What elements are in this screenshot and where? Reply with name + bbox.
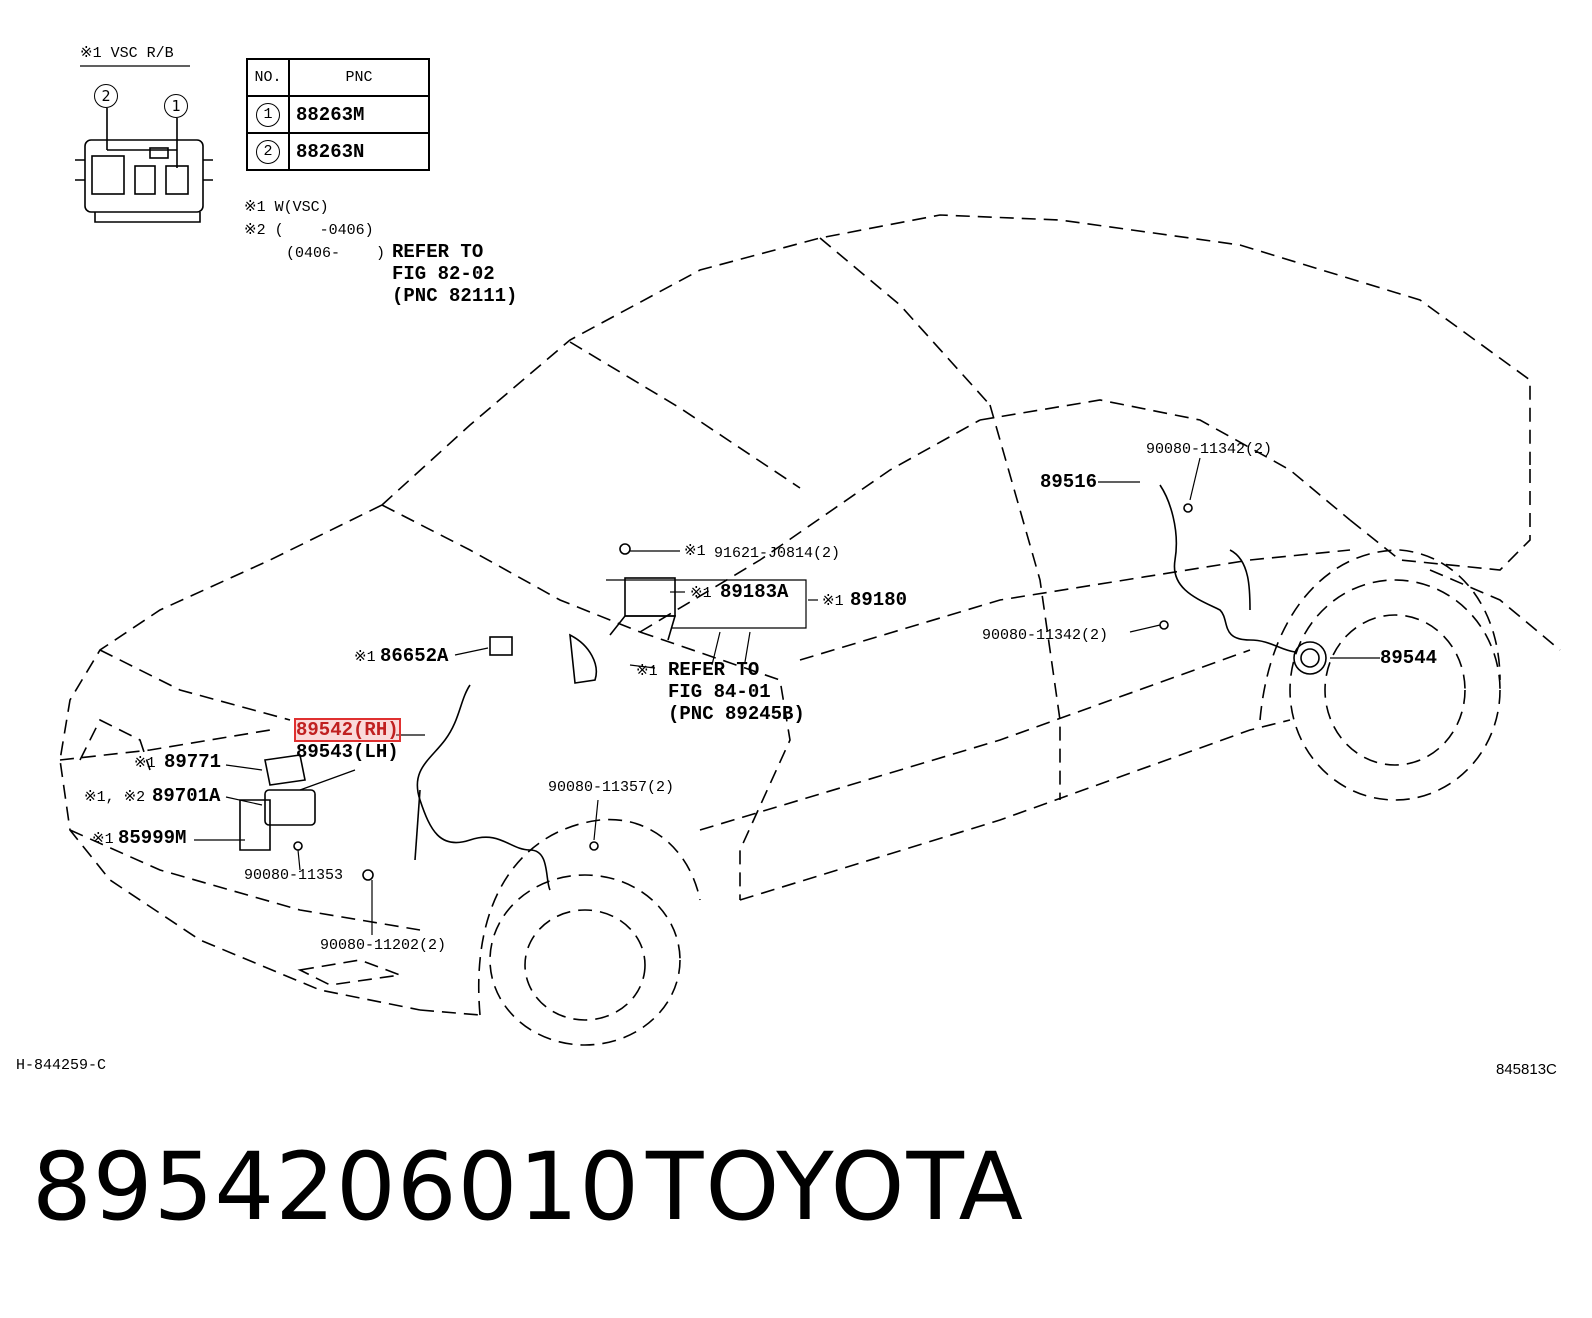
note-refer-3: (PNC 82111) — [392, 285, 518, 307]
footer-brand: TOYOTA — [646, 1133, 1025, 1242]
refer-84-line-3: (PNC 89245B) — [668, 703, 805, 725]
row-mark: 2 — [256, 139, 280, 164]
label-89542-rh-highlighted[interactable]: 89542(RH) — [294, 718, 401, 742]
note-refer-2: FIG 82-02 — [392, 263, 495, 285]
label-89516[interactable]: 89516 — [1040, 471, 1098, 493]
label-90080-11342-mid[interactable]: 90080-11342(2) — [982, 627, 1109, 644]
mark-89183a: ※1 — [690, 585, 712, 602]
note-line-3: (0406- ) — [286, 245, 386, 262]
header-pnc: PNC — [288, 58, 430, 97]
label-90080-11202[interactable]: 90080-11202(2) — [320, 937, 447, 954]
drawing-code-right: 845813C — [1496, 1061, 1557, 1078]
mark-85999m: ※1 — [92, 831, 114, 848]
note-line-1: ※1 W(VSC) — [244, 199, 329, 216]
label-89180[interactable]: 89180 — [850, 589, 908, 611]
label-89544[interactable]: 89544 — [1380, 647, 1438, 669]
mark-91621: ※1 — [684, 543, 706, 560]
car-body-outline — [59, 214, 1561, 1046]
drawing-code-left: H-844259-C — [16, 1057, 107, 1074]
label-91621-j0814[interactable]: 91621-J0814(2) — [714, 545, 841, 562]
callout-mark-1: 1 — [164, 94, 188, 118]
label-90080-11357[interactable]: 90080-11357(2) — [548, 779, 675, 796]
note-line-2: ※2 ( -0406) — [244, 222, 374, 239]
label-90080-11342-top[interactable]: 90080-11342(2) — [1146, 441, 1273, 458]
label-90080-11353[interactable]: 90080-11353 — [244, 867, 344, 884]
note-refer-1: REFER TO — [392, 241, 484, 263]
mark-refer-84: ※1 — [636, 663, 658, 680]
label-89543-lh[interactable]: 89543(LH) — [296, 741, 399, 763]
mark-89771: ※1 — [134, 755, 156, 772]
mark-89180: ※1 — [822, 593, 844, 610]
refer-84-line-2: FIG 84-01 — [668, 681, 771, 703]
header-no: NO. — [246, 58, 290, 97]
row-mark: 1 — [256, 102, 280, 127]
table-row: 1 88263M — [246, 95, 430, 134]
label-89771[interactable]: 89771 — [164, 751, 222, 773]
table-row: 2 88263N — [246, 132, 430, 171]
label-85999m[interactable]: 85999M — [118, 827, 187, 849]
leader-lines — [80, 65, 1380, 935]
label-86652a[interactable]: 86652A — [380, 645, 449, 667]
mark-89701a: ※1, ※2 — [84, 789, 146, 806]
label-89701a[interactable]: 89701A — [152, 785, 221, 807]
callout-mark-2: 2 — [94, 84, 118, 108]
footer-part-number: 8954206010 — [32, 1133, 641, 1242]
pnc-table-header: NO. PNC — [246, 58, 430, 97]
row-pnc: 88263M — [288, 95, 430, 134]
component-drawings — [75, 108, 1327, 891]
vsc-rb-title: ※1 VSC R/B — [80, 45, 174, 62]
refer-84-line-1: REFER TO — [668, 659, 760, 681]
row-pnc: 88263N — [288, 132, 430, 171]
label-89183a[interactable]: 89183A — [720, 581, 789, 603]
vehicle-line-drawing — [59, 65, 1561, 1046]
mark-86652a: ※1 — [354, 649, 376, 666]
pnc-table: NO. PNC 1 88263M 2 88263N — [246, 58, 430, 171]
